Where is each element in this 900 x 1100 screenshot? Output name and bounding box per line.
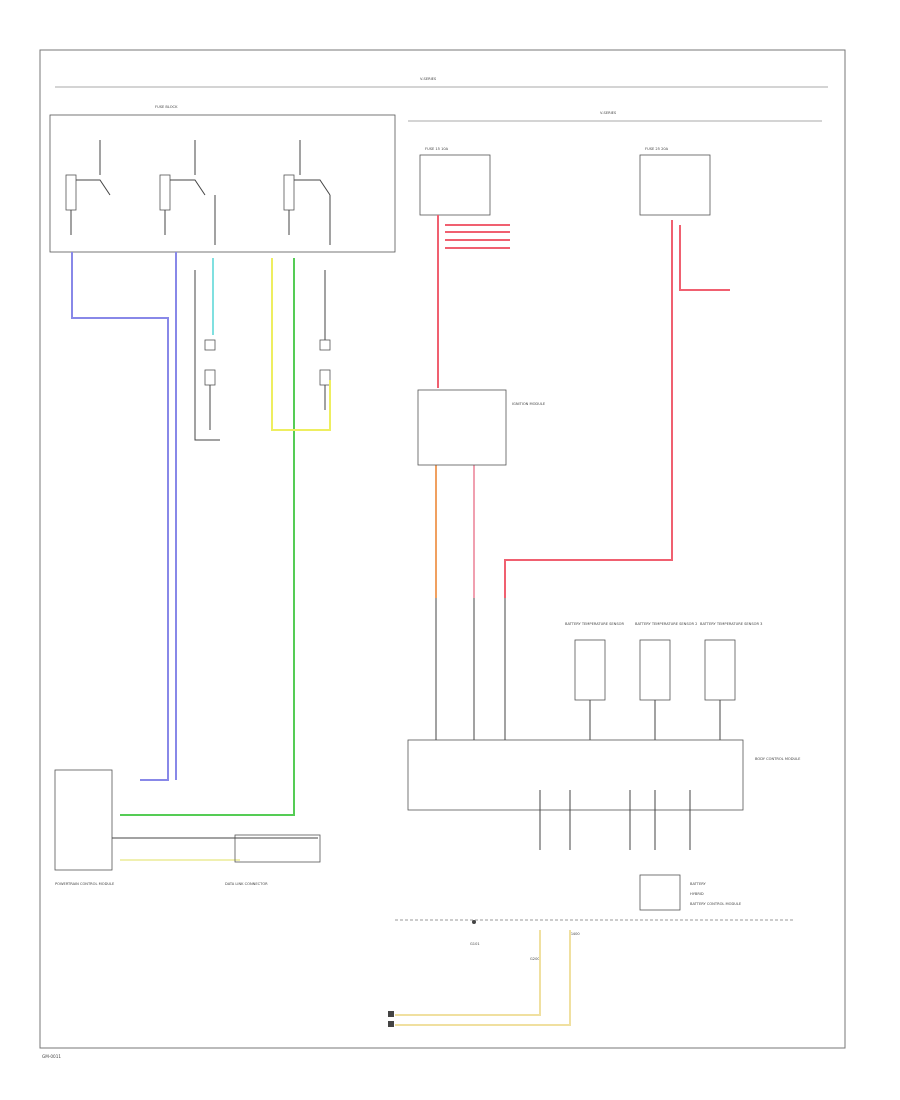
sensor-1 (204, 369, 216, 386)
temp-sensors: BATTERY TEMPERATURE SENSOR BATTERY TEMPE… (565, 622, 762, 740)
wire-red-right (504, 220, 673, 598)
legend-item-1: BATTERY (690, 882, 707, 886)
fuse-module-top-right (639, 154, 711, 216)
relay-leads (70, 195, 331, 245)
header-title: V-SERIES (420, 77, 437, 81)
relay-coil-1 (65, 174, 77, 211)
terminal-1 (388, 1011, 394, 1017)
wire-blue (71, 252, 169, 781)
fuse-top-right-label: FUSE 25 20A (645, 147, 669, 151)
ground-point (472, 920, 476, 924)
module-leads (435, 598, 506, 740)
temp-sensor-3 (704, 639, 736, 701)
subheader-title: V-SERIES (600, 111, 617, 115)
ground-lead-left (194, 270, 220, 441)
fuse-block (49, 114, 396, 253)
sensor-leads (589, 700, 721, 740)
ignition-module (417, 389, 507, 466)
legend-item-2: HYBRID (690, 892, 704, 896)
fuse-module-top-left (419, 154, 491, 216)
temp-sensor-3-label: BATTERY TEMPERATURE SENSOR 3 (700, 622, 762, 626)
legend-item-3: BATTERY CONTROL MODULE (690, 902, 742, 906)
wire-red-branches (445, 224, 510, 249)
diagram-frame (39, 49, 846, 1049)
sensor-2 (319, 369, 331, 386)
ignition-module-label: IGNITION MODULE (512, 402, 546, 406)
relay-switch-1 (76, 140, 111, 196)
temp-sensor-2 (639, 639, 671, 701)
wire-red-branch-right (679, 225, 730, 291)
relay-switch-2 (170, 140, 206, 196)
relay-switch-3 (294, 140, 331, 196)
body-control-module (407, 739, 744, 811)
terminal-2 (388, 1021, 394, 1027)
temp-sensor-1-label: BATTERY TEMPERATURE SENSOR (565, 622, 624, 626)
body-control-label: BODY CONTROL MODULE (755, 757, 801, 761)
relay-coil-3 (283, 174, 295, 211)
temp-sensor-2-label: BATTERY TEMPERATURE SENSOR 2 (635, 622, 697, 626)
ground-label-1: G101 (470, 942, 480, 946)
powertrain-module-label: POWERTRAIN CONTROL MODULE (55, 882, 115, 886)
ground-label-2: G200 (530, 957, 540, 961)
data-link-label: DATA LINK CONNECTOR (225, 882, 268, 886)
temp-sensor-1 (574, 639, 606, 701)
ground-label-3: G400 (570, 932, 580, 936)
relay-coil-2 (159, 174, 171, 211)
powertrain-control-module (54, 769, 113, 871)
left-center-components (194, 270, 331, 441)
bottom-leads (539, 790, 691, 850)
data-link-connector (234, 834, 321, 863)
page-id: GM-0011 (42, 1054, 61, 1059)
switch-1 (204, 339, 216, 351)
legend-box (639, 874, 681, 911)
fuse-block-label: FUSE BLOCK (155, 105, 178, 109)
wire-cream-2 (395, 930, 571, 1026)
wire-cream-1 (395, 930, 541, 1016)
switch-2 (319, 339, 331, 351)
wire-green (120, 258, 295, 816)
relay-group (65, 140, 331, 245)
fuse-top-left-label: FUSE 15 10A (425, 147, 449, 151)
wire-yellow (271, 258, 331, 431)
